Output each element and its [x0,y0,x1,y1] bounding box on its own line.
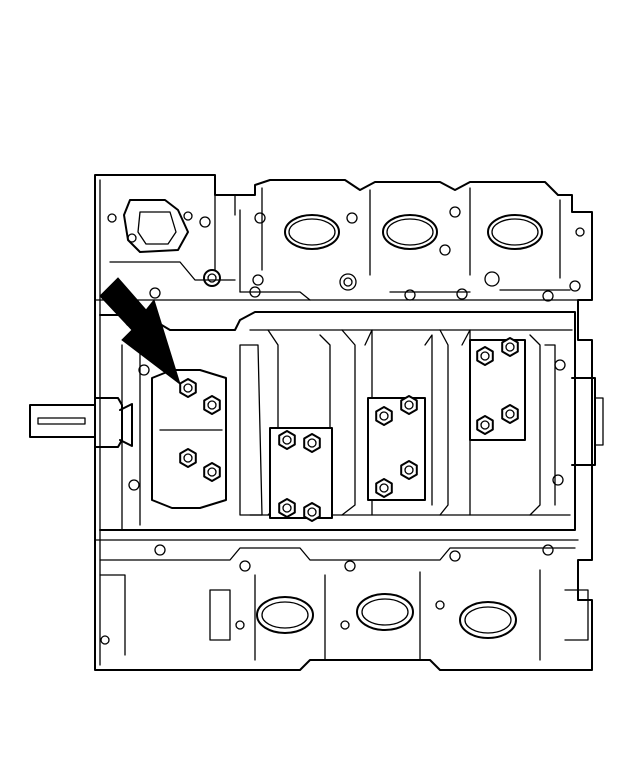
pointer-arrow [99,277,181,386]
bolt-head-icon [501,404,519,424]
bolt-head-icon [278,430,296,450]
bolt-head-icon [375,478,393,498]
bolt-head-icon [278,498,296,518]
bolt-head-icon [400,460,418,480]
block-outline [94,174,593,671]
bolt-head-icon [203,395,221,415]
bolt-head-icon [501,337,519,357]
bolt-head-icon [179,448,197,468]
bearing-cap-bolts [179,337,519,522]
bolt-head-icon [179,378,197,398]
lower-deck [99,544,589,661]
bolt-head-icon [400,395,418,415]
bolt-head-icon [303,502,321,522]
bolt-head-icon [476,346,494,366]
bolt-head-icon [375,406,393,426]
bolt-head-icon [476,415,494,435]
bolt-head-icon [203,462,221,482]
upper-deck [107,187,585,302]
main-bearing-caps [151,339,526,519]
bolt-head-icon [303,433,321,453]
